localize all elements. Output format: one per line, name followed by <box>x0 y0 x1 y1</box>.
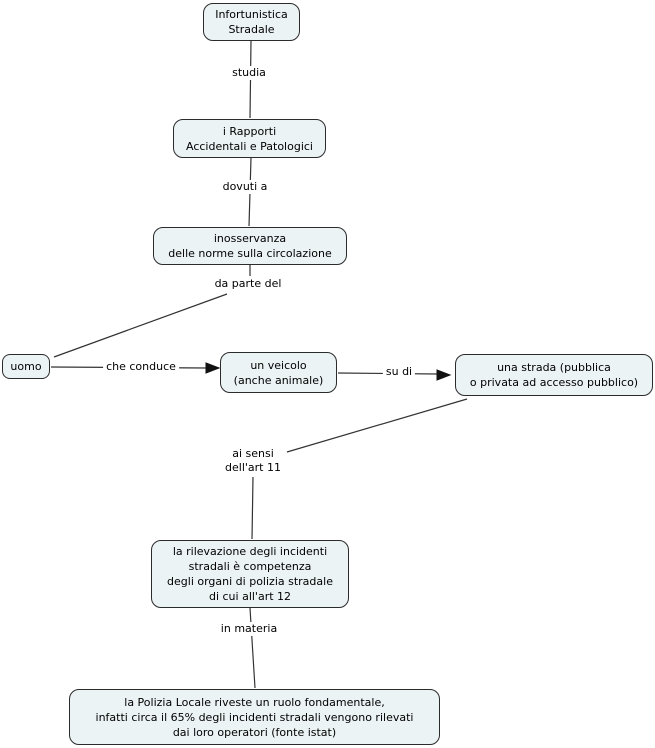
link-label-che-conduce[interactable]: che conduce <box>103 360 179 374</box>
node-infortunistica-stradale[interactable]: Infortunistica Stradale <box>203 3 300 41</box>
node-rapporti-accidentali[interactable]: i Rapporti Accidentali e Patologici <box>173 119 326 158</box>
node-polizia-locale[interactable]: la Polizia Locale riveste un ruolo fonda… <box>69 689 440 745</box>
node-una-strada[interactable]: una strada (pubblica o privata ad access… <box>455 354 653 396</box>
arrowhead-icon <box>205 362 221 374</box>
node-inosservanza-norme[interactable]: inosservanza delle norme sulla circolazi… <box>153 227 347 265</box>
connector-line-ai-sensi-diagonal <box>286 398 468 453</box>
arrowhead-icon <box>436 369 452 381</box>
link-label-studia[interactable]: studia <box>229 66 269 80</box>
link-label-dovuti-a[interactable]: dovuti a <box>219 180 271 194</box>
connector-line-in-materia <box>249 607 256 689</box>
link-label-ai-sensi[interactable]: ai sensi dell'art 11 <box>222 447 284 475</box>
link-label-in-materia[interactable]: in materia <box>217 622 281 636</box>
connector-line-da-parte-del-diagonal <box>53 293 228 358</box>
connector-line-ai-sensi-down <box>251 476 254 540</box>
link-label-su-di[interactable]: su di <box>382 365 416 379</box>
link-label-da-parte-del[interactable]: da parte del <box>211 277 285 291</box>
node-rilevazione-incidenti[interactable]: la rilevazione degli incidenti stradali … <box>151 540 349 608</box>
node-un-veicolo[interactable]: un veicolo (anche animale) <box>220 352 337 393</box>
node-uomo[interactable]: uomo <box>2 354 50 379</box>
